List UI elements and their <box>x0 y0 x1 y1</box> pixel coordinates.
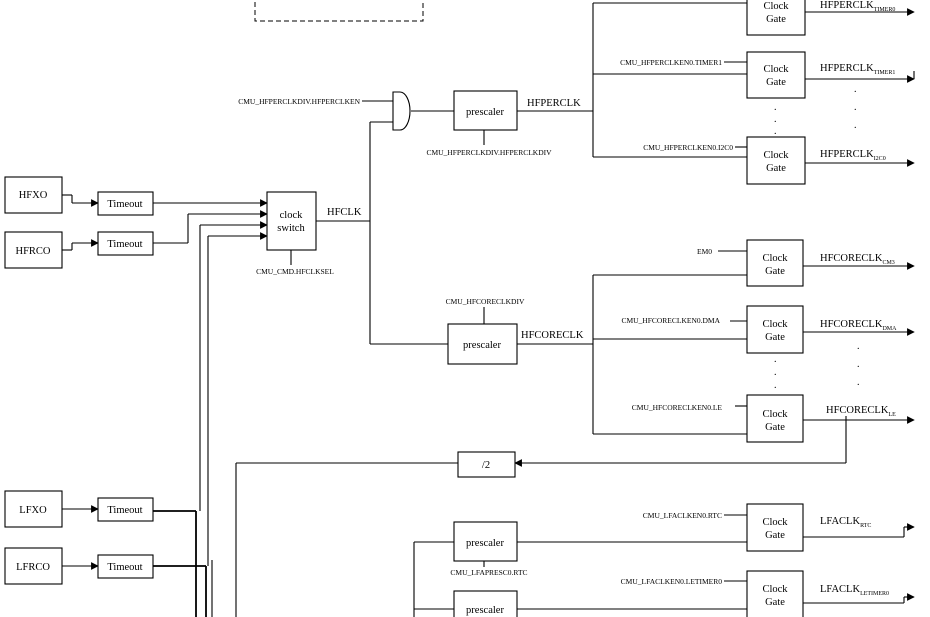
svg-text:.: . <box>854 102 857 113</box>
timeout-label: Timeout <box>107 239 142 250</box>
prescaler-hfcore: prescaler <box>447 323 518 365</box>
svg-text:Clock: Clock <box>762 319 788 330</box>
svg-text:.: . <box>774 114 777 125</box>
svg-text:Clock: Clock <box>763 1 789 12</box>
svg-text:Gate: Gate <box>765 597 785 608</box>
source-lfxo: LFXO <box>4 490 63 528</box>
source-hfxo-label: HFXO <box>19 190 48 201</box>
svg-text:.: . <box>854 84 857 95</box>
reg-rtc-en: CMU_LFACLKEN0.RTC <box>643 511 722 520</box>
prescaler-lfa-rtc: prescaler <box>453 521 518 562</box>
clock-switch-line2: switch <box>277 223 305 234</box>
prescaler-lfa-letimer0: prescaler <box>453 590 518 617</box>
svg-text:Gate: Gate <box>765 332 785 343</box>
output-hfperclk-timer0: HFPERCLKTIMER0 <box>820 0 895 13</box>
clock-gate-rtc: Clock Gate <box>746 503 804 552</box>
reg-timer1-en: CMU_HFPERCLKEN0.TIMER1 <box>620 58 722 67</box>
source-lfxo-label: LFXO <box>19 505 47 516</box>
clock-gate-timer0: Clock Gate <box>746 0 806 36</box>
svg-text:Clock: Clock <box>762 584 788 595</box>
source-hfrco: HFRCO <box>4 231 63 269</box>
svg-text:Clock: Clock <box>763 150 789 161</box>
reg-em0: EM0 <box>697 247 712 256</box>
and-gate <box>392 91 411 131</box>
reg-lfapresc-rtc: CMU_LFAPRESC0.RTC <box>450 568 527 577</box>
clock-gate-dma: Clock Gate <box>746 305 804 354</box>
ellipsis-hfper: . . . . . . <box>774 84 857 137</box>
svg-text:.: . <box>854 120 857 131</box>
svg-text:.: . <box>857 359 860 370</box>
clock-gate-letimer0: Clock Gate <box>746 570 804 617</box>
clock-switch: clock switch <box>266 191 317 251</box>
timeout-lfrco: Timeout <box>97 554 154 579</box>
output-hfcoreclk-cm3: HFCORECLKCM3 <box>820 253 895 266</box>
signal-hfperclk: HFPERCLK <box>527 98 581 109</box>
dashed-region <box>254 0 424 22</box>
timeout-label: Timeout <box>107 199 142 210</box>
output-lfaclk-rtc: LFACLKRTC <box>820 516 871 529</box>
output-hfcoreclk-dma: HFCORECLKDMA <box>820 319 897 332</box>
prescaler-label: prescaler <box>466 605 504 616</box>
reg-hfperclken: CMU_HFPERCLKDIV.HFPERCLKEN <box>238 97 360 106</box>
svg-text:Gate: Gate <box>766 77 786 88</box>
svg-text:Gate: Gate <box>765 422 785 433</box>
timeout-label: Timeout <box>107 505 142 516</box>
reg-i2c0-en: CMU_HFPERCLKEN0.I2C0 <box>643 143 733 152</box>
svg-text:Gate: Gate <box>766 163 786 174</box>
svg-text:.: . <box>857 341 860 352</box>
clock-switch-line1: clock <box>280 210 303 221</box>
clock-gate-i2c0: Clock Gate <box>746 136 806 185</box>
svg-text:.: . <box>774 354 777 365</box>
source-lfrco: LFRCO <box>4 547 63 585</box>
prescaler-label: prescaler <box>466 538 504 549</box>
timeout-label: Timeout <box>107 562 142 573</box>
svg-text:Clock: Clock <box>762 409 788 420</box>
signal-hfclk: HFCLK <box>327 207 362 218</box>
output-hfperclk-timer1: HFPERCLKTIMER1 <box>820 63 895 76</box>
prescaler-label: prescaler <box>463 340 501 351</box>
clock-gate-timer1: Clock Gate <box>746 51 806 99</box>
ellipsis-hfcore: . . . . . . <box>774 341 860 391</box>
svg-text:Gate: Gate <box>765 266 785 277</box>
reg-hfperclkdiv: CMU_HFPERCLKDIV.HFPERCLKDIV <box>426 148 552 157</box>
source-hfxo: HFXO <box>4 176 63 214</box>
svg-text:.: . <box>774 126 777 137</box>
prescaler-label: prescaler <box>466 107 504 118</box>
source-hfrco-label: HFRCO <box>15 246 50 257</box>
svg-text:Clock: Clock <box>762 517 788 528</box>
signal-hfcoreclk: HFCORECLK <box>521 330 584 341</box>
reg-hfcoreclkdiv: CMU_HFCORECLKDIV <box>446 297 525 306</box>
output-hfperclk-i2c0: HFPERCLKI2C0 <box>820 149 886 162</box>
reg-dma-en: CMU_HFCORECLKEN0.DMA <box>621 316 720 325</box>
svg-text:Clock: Clock <box>763 64 789 75</box>
svg-text:.: . <box>774 380 777 391</box>
reg-le-en: CMU_HFCORECLKEN0.LE <box>632 403 723 412</box>
output-hfcoreclk-le: HFCORECLKLE <box>826 405 896 418</box>
svg-text:Clock: Clock <box>762 253 788 264</box>
timeout-hfrco: Timeout <box>97 231 154 256</box>
clock-gate-cm3: Clock Gate <box>746 239 804 287</box>
source-lfrco-label: LFRCO <box>16 562 50 573</box>
svg-text:.: . <box>774 367 777 378</box>
reg-hfclksel: CMU_CMD.HFCLKSEL <box>256 267 334 276</box>
divider-by-2: /2 <box>457 451 516 478</box>
clock-gate-le: Clock Gate <box>746 394 804 443</box>
svg-text:.: . <box>774 102 777 113</box>
divider-label: /2 <box>482 460 490 471</box>
timeout-lfxo: Timeout <box>97 497 154 522</box>
timeout-hfxo: Timeout <box>97 191 154 216</box>
wires <box>62 2 915 617</box>
svg-text:Gate: Gate <box>766 14 786 25</box>
output-lfaclk-letimer0: LFACLKLETIMER0 <box>820 584 889 597</box>
reg-letimer0-en: CMU_LFACLKEN0.LETIMER0 <box>621 577 723 586</box>
svg-text:Gate: Gate <box>765 530 785 541</box>
svg-text:.: . <box>857 377 860 388</box>
prescaler-hfper: prescaler <box>453 90 518 131</box>
